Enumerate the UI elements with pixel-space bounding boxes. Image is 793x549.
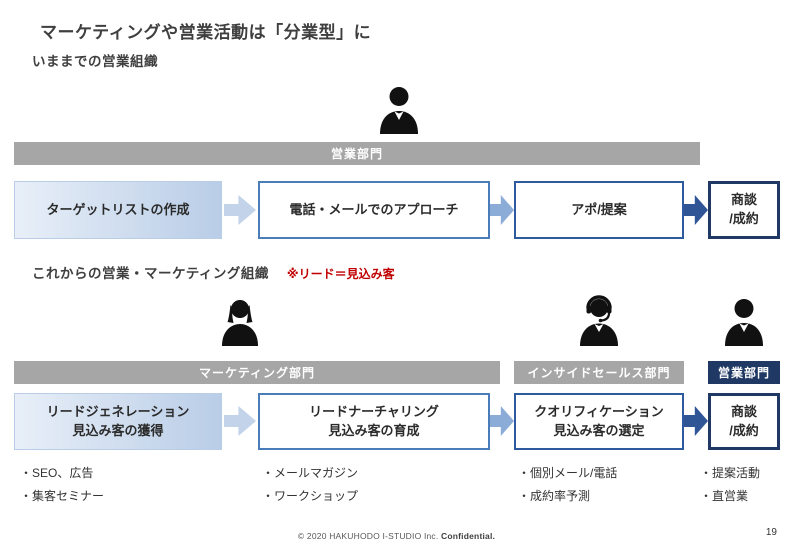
step-qualification: クオリフィケーション 見込み客の選定 [514, 393, 684, 450]
step-label-line2: /成約 [729, 422, 759, 438]
marketer-icon [217, 294, 263, 346]
step-phone-mail-approach: 電話・メールでのアプローチ [258, 181, 490, 239]
step-appointment-proposal: アポ/提案 [514, 181, 684, 239]
sales-department-banner: 営業部門 [14, 142, 700, 165]
step-label: ターゲットリストの作成 [46, 201, 190, 217]
lead-generation-bullets: ・SEO、広告 ・集客セミナー [20, 462, 104, 508]
step-lead-generation: リードジェネレーション 見込み客の獲得 [14, 393, 222, 450]
qualification-bullets: ・個別メール/電話 ・成約率予測 [518, 462, 617, 508]
bullet-item: ・SEO、広告 [20, 466, 94, 480]
step-label-line2: 見込み客の獲得 [72, 422, 164, 438]
step-label: 電話・メールでのアプローチ [289, 201, 459, 217]
step-label-line1: 商談 [730, 403, 757, 419]
section-before-heading: いままでの営業組織 [32, 54, 158, 69]
section-after-heading-row: これからの営業・マーケティング組織 ※リード＝見込み客 [32, 262, 395, 282]
bullet-item: ・個別メール/電話 [518, 466, 618, 480]
flow-arrow-icon [684, 195, 708, 225]
step-label: アポ/提案 [571, 201, 627, 217]
step-label-line2: /成約 [729, 211, 759, 226]
bullet-item: ・集客セミナー [20, 488, 105, 503]
bullet-item: ・成約率予測 [518, 488, 591, 503]
flow-arrow-icon [684, 406, 708, 436]
bullet-item: ・提案活動 [700, 466, 761, 480]
footer-confidential: Confidential. [441, 531, 496, 541]
flow-arrow-icon [224, 195, 256, 225]
businessperson-icon [721, 294, 767, 346]
bullet-item: ・直営業 [700, 488, 749, 503]
page-number: 19 [765, 527, 777, 538]
sales-department-banner: 営業部門 [708, 361, 780, 384]
step-label-line2: 見込み客の選定 [553, 422, 645, 438]
step-label-line1: リードナーチャリング [309, 403, 439, 419]
lead-nurturing-bullets: ・メールマガジン ・ワークショップ [262, 462, 358, 508]
step-label-line1: クオリフィケーション [534, 403, 664, 419]
step-label-line1: 商談 [730, 192, 757, 208]
flow-arrow-icon [490, 195, 514, 225]
bullet-item: ・メールマガジン [262, 466, 359, 480]
step-lead-nurturing: リードナーチャリング 見込み客の育成 [258, 393, 490, 450]
footer-copyright: © 2020 HAKUHODO I-STUDIO Inc. [297, 531, 439, 541]
lead-note: ※リード＝見込み客 [286, 267, 395, 281]
marketing-department-banner: マーケティング部門 [14, 361, 500, 384]
step-deal-close: 商談 /成約 [708, 181, 780, 239]
bullet-item: ・ワークショップ [262, 488, 359, 503]
section-after-heading: これからの営業・マーケティング組織 [32, 266, 269, 281]
businessperson-icon [376, 82, 422, 134]
step-deal-close: 商談 /成約 [708, 393, 780, 450]
step-label-line1: リードジェネレーション [46, 403, 190, 419]
flow-arrow-icon [224, 406, 256, 436]
page-title: マーケティングや営業活動は「分業型」に [40, 23, 372, 42]
flow-arrow-icon [490, 406, 514, 436]
deal-close-bullets: ・提案活動 ・直営業 [700, 462, 760, 508]
inside-sales-department-banner: インサイドセールス部門 [514, 361, 684, 384]
headset-agent-icon [576, 292, 622, 346]
step-label-line2: 見込み客の育成 [328, 422, 420, 438]
step-target-list: ターゲットリストの作成 [14, 181, 222, 239]
footer: © 2020 HAKUHODO I-STUDIO Inc. Confidenti… [0, 531, 793, 541]
